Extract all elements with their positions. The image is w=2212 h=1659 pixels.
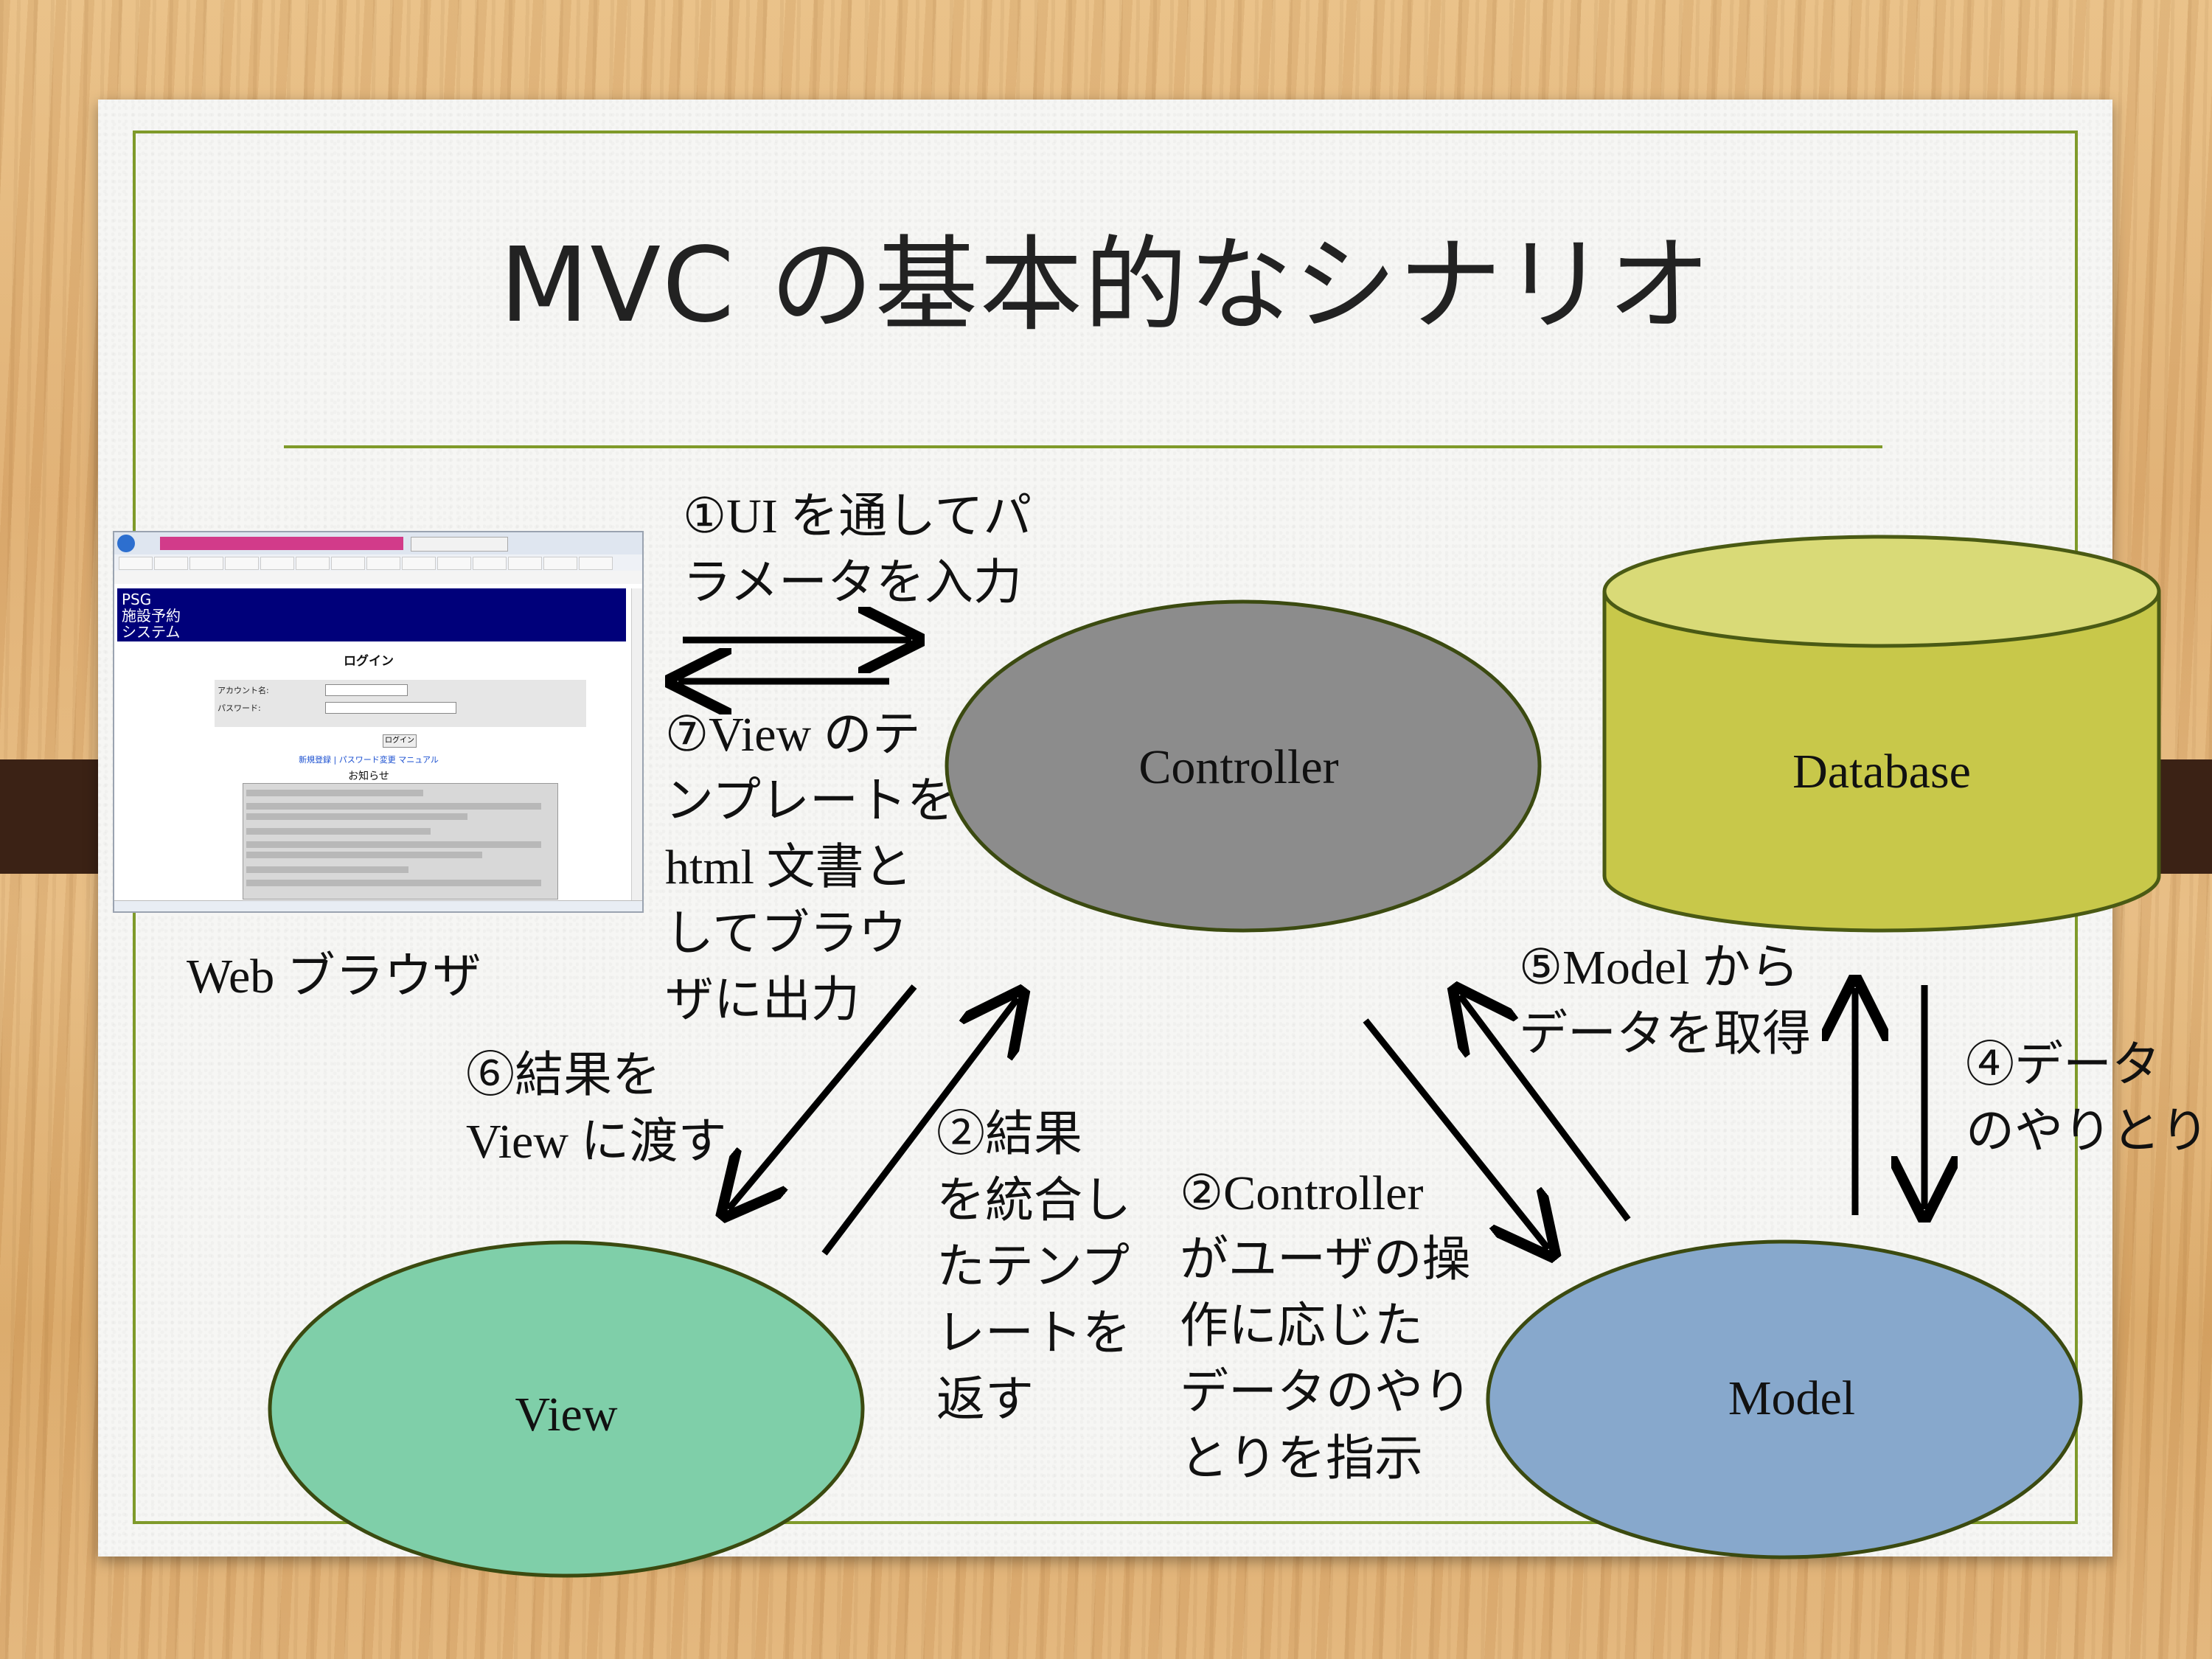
login-form: アカウント名: パスワード: [215, 680, 586, 727]
controller-ellipse [945, 599, 1542, 933]
browser-tabs [114, 554, 642, 571]
login-heading: ログイン [344, 654, 394, 669]
arrow-controller-to-view [728, 984, 917, 1209]
view-label: View [515, 1388, 618, 1441]
account-input [325, 684, 408, 696]
view-ellipse [268, 1240, 865, 1578]
browser-caption: Web ブラウザ [187, 950, 481, 1004]
model-label: Model [1728, 1371, 1855, 1425]
address-bar [160, 537, 403, 550]
arrow-view-to-controller [821, 998, 1018, 1256]
news-heading: お知らせ [348, 771, 389, 782]
arrow-model-to-controller [1460, 995, 1631, 1222]
model-ellipse [1486, 1239, 2083, 1559]
site-brand: PSG 施設予約 システム [122, 591, 181, 641]
login-links: 新規登録 | パスワード変更 マニュアル [299, 755, 439, 765]
news-box [243, 783, 558, 900]
controller-label: Controller [1138, 740, 1338, 794]
step7-label: ⑦View のテ ンプレートを html 文書と してブラウ ザに出力 [665, 708, 956, 1027]
account-label: アカウント名: [218, 686, 269, 695]
step2-controller-label: ②Controller がユーザの操 作に応じた データのやり とりを指示 [1180, 1166, 1472, 1486]
browser-scrollbar [631, 588, 642, 905]
password-input [325, 702, 456, 714]
database-label: Database [1792, 745, 1971, 799]
site-header [117, 588, 626, 641]
step4-label: ④データ のやりとり [1966, 1038, 2209, 1158]
web-browser-screenshot: PSG 施設予約 システム ログイン アカウント名: パスワード: ログイン 新… [113, 531, 644, 913]
browser-statusbar [114, 900, 642, 911]
step5-label: ⑤Model から データを取得 [1519, 941, 1811, 1061]
browser-menubar [114, 571, 642, 584]
step1-label: ①UI を通してパ ラメータを入力 [683, 490, 1032, 610]
title-underline [284, 445, 1882, 448]
arrow-controller-to-model [1363, 1018, 1548, 1249]
search-box [411, 537, 508, 552]
database-cylinder [1602, 535, 2161, 933]
password-label: パスワード: [218, 703, 261, 713]
step6-label: ⑥結果を View に渡す [466, 1048, 727, 1169]
slide-title: MVC の基本的なシナリオ [499, 226, 1713, 346]
step2-view-label: ②結果 を統合し たテンプ レートを 返す [936, 1107, 1131, 1427]
back-icon [117, 535, 135, 552]
login-button: ログイン [383, 734, 417, 748]
